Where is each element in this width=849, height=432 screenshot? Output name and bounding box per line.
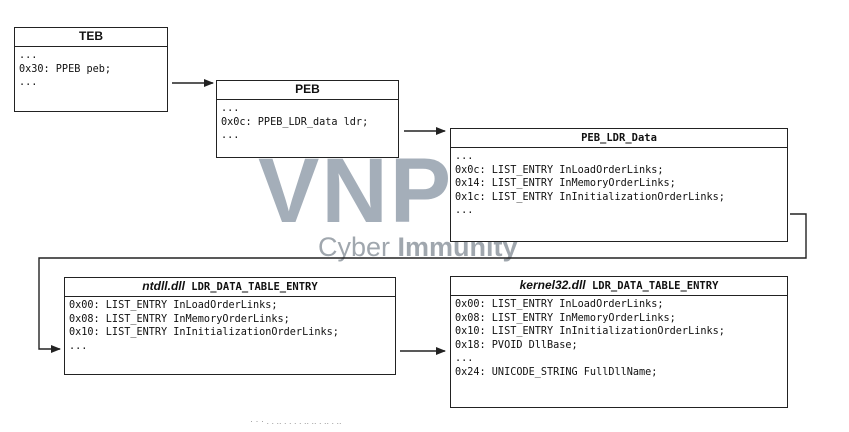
struct-field-line: 0x08: LIST_ENTRY InMemoryOrderLinks;	[69, 313, 290, 325]
peb-ldr-data-title: PEB_LDR_Data	[451, 129, 787, 148]
peb-ldr-data-fields: ... 0x0c: LIST_ENTRY InLoadOrderLinks; 0x1…	[451, 148, 787, 220]
struct-field-line: ...	[221, 103, 240, 114]
ntdll-entry-box: ntdll.dll LDR_DATA_TABLE_ENTRY 0x00: LIS…	[64, 277, 396, 375]
struct-field-line: ...	[455, 205, 474, 216]
struct-field-line: 0x00: LIST_ENTRY InLoadOrderLinks;	[69, 300, 278, 311]
struct-field-line: 0x18: PVOID DllBase;	[455, 339, 578, 351]
kernel32-module-name: kernel32.dll	[519, 278, 586, 292]
ntdll-entry-title: ntdll.dll LDR_DATA_TABLE_ENTRY	[65, 278, 395, 297]
struct-field-line: 0x10: LIST_ENTRY InInitializationOrderLi…	[69, 327, 339, 338]
struct-field-line: ...	[19, 77, 38, 88]
ntdll-entry-fields: 0x00: LIST_ENTRY InLoadOrderLinks; 0x08: …	[65, 297, 395, 355]
struct-field-line: 0x30: PPEB peb;	[19, 63, 112, 75]
kernel32-entry-title: kernel32.dll LDR_DATA_TABLE_ENTRY	[451, 277, 787, 296]
ntdll-module-name: ntdll.dll	[142, 279, 185, 293]
peb-ldr-data-box: PEB_LDR_Data ... 0x0c: LIST_ENTRY InLoadO…	[450, 128, 788, 242]
kernel32-entry-fields: 0x00: LIST_ENTRY InLoadOrderLinks; 0x08: …	[451, 296, 787, 381]
struct-field-line: ...	[69, 340, 88, 352]
teb-box: TEB ... 0x30: PPEB peb;...	[14, 27, 168, 112]
teb-fields: ... 0x30: PPEB peb;...	[15, 47, 167, 92]
struct-field-line: ...	[455, 353, 474, 364]
struct-field-line: ...	[455, 151, 474, 162]
struct-field-line: 0x10: LIST_ENTRY InInitializationOrderLi…	[455, 326, 725, 337]
struct-field-line: 0x24: UNICODE_STRING FullDllName;	[455, 366, 658, 378]
teb-title: TEB	[15, 28, 167, 47]
struct-field-line: 0x0c: PPEB_LDR_data ldr;	[221, 116, 369, 128]
struct-field-line: ...	[19, 50, 38, 61]
struct-field-line: 0x00: LIST_ENTRY InLoadOrderLinks;	[455, 299, 664, 310]
peb-box: PEB ... 0x0c: PPEB_LDR_data ldr;...	[216, 80, 399, 158]
caption-text: · · · . . .. . . . . .. .. . .. . ..	[250, 416, 342, 426]
peb-fields: ... 0x0c: PPEB_LDR_data ldr;...	[217, 100, 398, 145]
struct-field-line: 0x14: LIST_ENTRY InMemoryOrderLinks;	[455, 178, 676, 189]
kernel32-struct-name: LDR_DATA_TABLE_ENTRY	[585, 280, 719, 292]
struct-field-line: 0x08: LIST_ENTRY InMemoryOrderLinks;	[455, 312, 676, 324]
peb-title: PEB	[217, 81, 398, 100]
arrow-ldr-data-to-ntdll	[38, 213, 807, 353]
ntdll-struct-name: LDR_DATA_TABLE_ENTRY	[184, 281, 318, 293]
struct-field-line: 0x1c: LIST_ENTRY InInitializationOrderLi…	[455, 191, 725, 203]
kernel32-entry-box: kernel32.dll LDR_DATA_TABLE_ENTRY 0x00: …	[450, 276, 788, 408]
struct-field-line: 0x0c: LIST_ENTRY InLoadOrderLinks;	[455, 164, 664, 176]
struct-field-line: ...	[221, 130, 240, 141]
